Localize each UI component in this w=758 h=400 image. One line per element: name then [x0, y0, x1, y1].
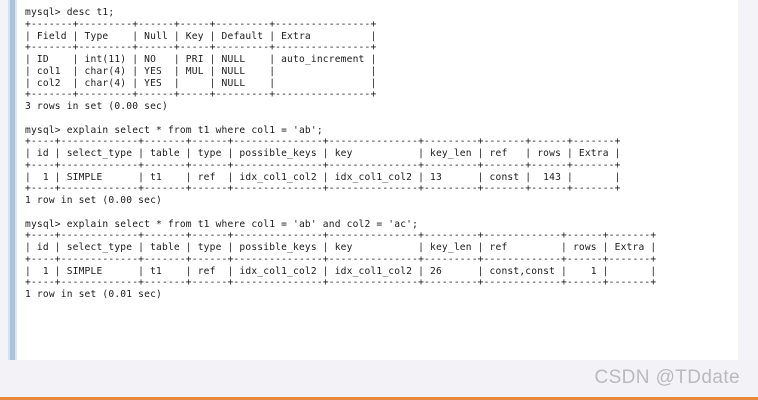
code-block-gutter-bar — [8, 0, 17, 360]
terminal-output-region[interactable]: mysql> desc t1; +-------+---------+-----… — [25, 7, 738, 360]
footer-strip: CSDN @TDdate — [0, 360, 758, 400]
mysql-terminal-transcript[interactable]: mysql> desc t1; +-------+---------+-----… — [25, 7, 657, 300]
csdn-watermark: CSDN @TDdate — [594, 367, 740, 388]
code-block-card: mysql> desc t1; +-------+---------+-----… — [8, 0, 738, 360]
